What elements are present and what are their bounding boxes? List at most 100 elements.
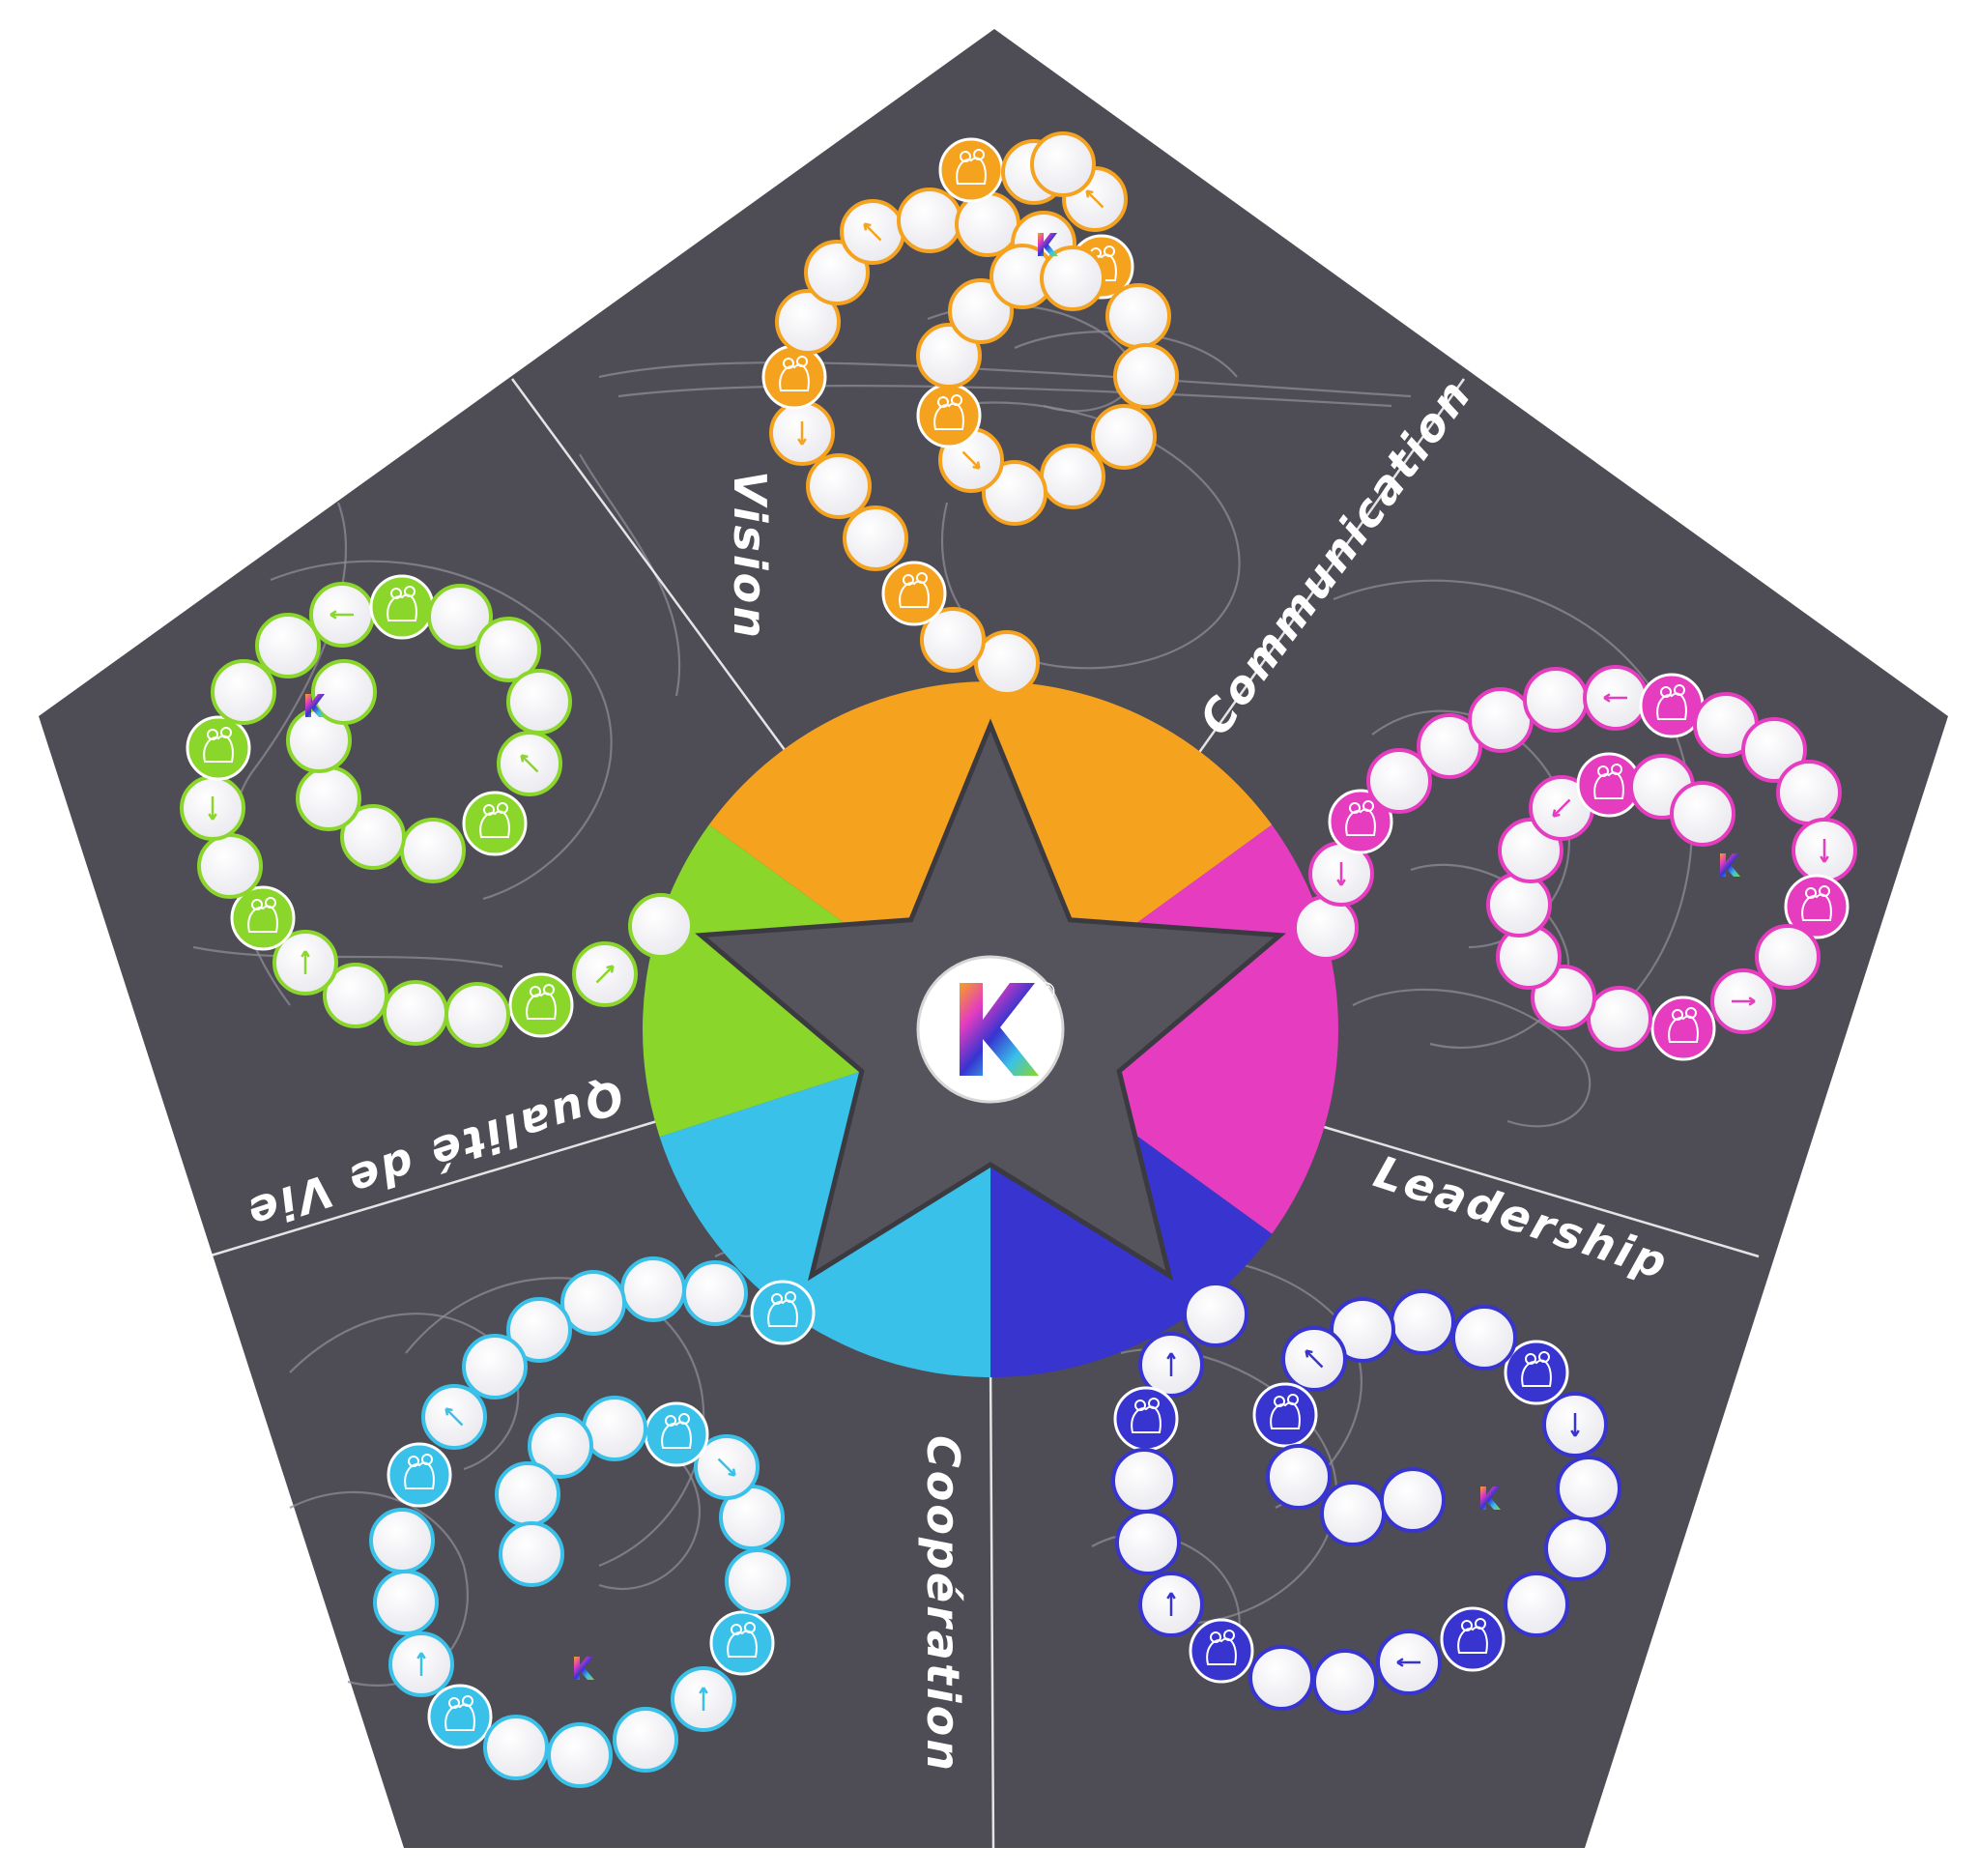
path-cell[interactable] bbox=[528, 1413, 593, 1479]
token-cell[interactable] bbox=[508, 972, 574, 1038]
path-cell[interactable] bbox=[373, 1570, 439, 1635]
path-cell[interactable] bbox=[1366, 748, 1432, 814]
path-cell[interactable] bbox=[211, 659, 276, 725]
path-cell[interactable] bbox=[1755, 924, 1821, 990]
arrow-cell[interactable] bbox=[1138, 1332, 1204, 1398]
path-cell[interactable] bbox=[296, 765, 361, 831]
path-cell[interactable] bbox=[1111, 1448, 1177, 1514]
token-cell[interactable] bbox=[1252, 1382, 1318, 1448]
path-cell[interactable] bbox=[547, 1722, 613, 1788]
path-cell[interactable] bbox=[613, 1707, 678, 1773]
path-cell[interactable] bbox=[400, 818, 466, 883]
path-cell[interactable] bbox=[340, 804, 406, 870]
token-cell[interactable] bbox=[938, 137, 1004, 203]
path-cell[interactable] bbox=[1105, 283, 1171, 349]
token-cell[interactable] bbox=[1639, 673, 1705, 738]
path-cell[interactable] bbox=[462, 1334, 528, 1400]
path-cell[interactable] bbox=[982, 460, 1047, 526]
path-cell[interactable] bbox=[506, 1297, 572, 1363]
path-cell[interactable] bbox=[506, 669, 572, 735]
path-cell[interactable] bbox=[475, 617, 541, 682]
path-cell[interactable] bbox=[1544, 1515, 1610, 1581]
path-cell[interactable] bbox=[1417, 713, 1482, 779]
path-cell[interactable] bbox=[369, 1508, 435, 1573]
path-cell[interactable] bbox=[806, 453, 872, 519]
token-cell[interactable] bbox=[881, 561, 947, 626]
path-cell[interactable] bbox=[1587, 986, 1652, 1052]
arrow-cell[interactable] bbox=[671, 1666, 736, 1732]
token-cell[interactable] bbox=[1440, 1606, 1506, 1672]
arrow-cell[interactable] bbox=[1138, 1572, 1204, 1637]
token-cell[interactable] bbox=[1189, 1618, 1254, 1684]
arrow-cell[interactable] bbox=[694, 1434, 760, 1500]
path-cell[interactable] bbox=[1741, 717, 1807, 783]
path-cell[interactable] bbox=[1040, 444, 1105, 509]
token-cell[interactable] bbox=[644, 1401, 709, 1467]
path-cell[interactable] bbox=[1248, 1645, 1314, 1711]
path-cell[interactable] bbox=[1040, 245, 1105, 311]
path-cell[interactable] bbox=[483, 1715, 549, 1780]
path-cell[interactable] bbox=[725, 1548, 790, 1614]
arrow-cell[interactable] bbox=[388, 1631, 454, 1697]
path-cell[interactable] bbox=[916, 323, 982, 389]
token-cell[interactable] bbox=[387, 1442, 452, 1508]
token-cell[interactable] bbox=[230, 885, 296, 951]
path-cell[interactable] bbox=[843, 505, 908, 571]
path-cell[interactable] bbox=[1776, 760, 1842, 825]
arrow-cell[interactable] bbox=[1710, 968, 1776, 1034]
arrow-cell[interactable] bbox=[272, 930, 338, 996]
path-cell[interactable] bbox=[1030, 131, 1096, 197]
token-cell[interactable] bbox=[916, 383, 982, 448]
path-cell[interactable] bbox=[897, 188, 962, 253]
arrow-cell[interactable] bbox=[1583, 665, 1649, 731]
arrow-cell[interactable] bbox=[840, 199, 905, 265]
token-cell[interactable] bbox=[1504, 1340, 1569, 1405]
path-cell[interactable] bbox=[445, 982, 510, 1048]
path-cell[interactable] bbox=[920, 607, 986, 673]
path-cell[interactable] bbox=[499, 1521, 564, 1587]
path-cell[interactable] bbox=[1670, 781, 1735, 847]
path-cell[interactable] bbox=[955, 191, 1020, 257]
path-cell[interactable] bbox=[255, 613, 321, 678]
arrow-cell[interactable] bbox=[180, 775, 245, 841]
token-cell[interactable] bbox=[1113, 1386, 1179, 1452]
arrow-cell[interactable] bbox=[1542, 1392, 1608, 1458]
arrow-cell[interactable] bbox=[421, 1384, 487, 1450]
path-cell[interactable] bbox=[1091, 404, 1157, 470]
path-cell[interactable] bbox=[620, 1256, 686, 1322]
token-cell[interactable] bbox=[1650, 996, 1716, 1061]
token-cell[interactable] bbox=[369, 574, 435, 640]
arrow-cell[interactable] bbox=[1792, 818, 1857, 883]
path-cell[interactable] bbox=[628, 893, 694, 959]
path-cell[interactable] bbox=[1523, 667, 1589, 733]
path-cell[interactable] bbox=[1390, 1289, 1455, 1355]
path-cell[interactable] bbox=[1468, 687, 1534, 753]
path-cell[interactable] bbox=[495, 1461, 560, 1527]
arrow-cell[interactable] bbox=[1281, 1326, 1347, 1392]
path-cell[interactable] bbox=[383, 980, 448, 1046]
path-cell[interactable] bbox=[1380, 1467, 1446, 1533]
arrow-cell[interactable] bbox=[769, 400, 835, 466]
path-cell[interactable] bbox=[1320, 1481, 1386, 1546]
path-cell[interactable] bbox=[197, 833, 263, 899]
path-cell[interactable] bbox=[1183, 1282, 1248, 1347]
token-cell[interactable] bbox=[750, 1280, 816, 1345]
token-cell[interactable] bbox=[186, 715, 251, 781]
path-cell[interactable] bbox=[311, 659, 377, 725]
path-cell[interactable] bbox=[1266, 1444, 1332, 1510]
path-cell[interactable] bbox=[560, 1270, 626, 1336]
path-cell[interactable] bbox=[323, 963, 388, 1028]
token-cell[interactable] bbox=[462, 791, 528, 856]
path-cell[interactable] bbox=[682, 1260, 748, 1326]
token-cell[interactable] bbox=[427, 1684, 493, 1749]
path-cell[interactable] bbox=[1451, 1305, 1517, 1371]
token-cell[interactable] bbox=[1328, 789, 1393, 854]
path-cell[interactable] bbox=[1293, 895, 1359, 961]
path-cell[interactable] bbox=[427, 584, 493, 649]
path-cell[interactable] bbox=[1113, 343, 1179, 409]
path-cell[interactable] bbox=[775, 289, 841, 355]
token-cell[interactable] bbox=[1784, 874, 1850, 939]
arrow-cell[interactable] bbox=[309, 582, 375, 648]
token-cell[interactable] bbox=[709, 1610, 775, 1676]
path-cell[interactable] bbox=[1115, 1510, 1181, 1575]
